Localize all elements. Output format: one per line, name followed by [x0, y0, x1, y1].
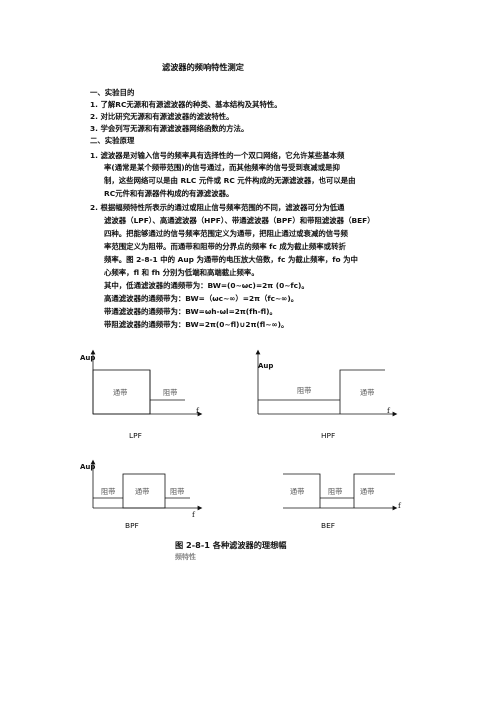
objective-item: 3. 学会列写无源和有源滤波器网络函数的方法。 — [90, 124, 249, 133]
hpf-f-label: f — [387, 406, 390, 415]
bpf-passband-label: 通带 — [135, 487, 150, 496]
page-title: 滤波器的频响特性测定 — [162, 62, 244, 72]
bpf-passband-box — [122, 473, 166, 509]
bef-low-passband-edge — [283, 473, 321, 508]
lpf-passband-label: 通带 — [113, 388, 128, 397]
paragraph-line: 制，这些网络可以是由 RLC 元件或 RC 元件构成的无源滤波器，也可以是由 — [104, 176, 356, 185]
paragraph-line: 四种。把能够通过的信号频率范围定义为通带，把阻止通过或衰减的信号频 — [104, 229, 348, 238]
bpf-high-stopband-label: 阻带 — [170, 487, 185, 496]
hpf-passband-edge — [339, 369, 385, 414]
hpf-passband-label: 通带 — [360, 388, 375, 397]
hpf-name: HPF — [321, 431, 336, 440]
bpf-aup-label: Aup — [80, 463, 96, 471]
formula-line-bpf: 带通滤波器的通频带为：BW=ωh-ωl=2π(fh-fl)。 — [104, 307, 277, 316]
formula-line-bef: 带阻滤波器的通频带为：BW=2π(0~fl)∪2π(fl~∞)。 — [104, 320, 289, 329]
hpf-diagram — [255, 349, 398, 417]
bef-high-passband-edge — [353, 473, 395, 508]
paragraph-line: RC元件和有源器件构成的有源滤波器。 — [104, 189, 234, 198]
lpf-diagram — [90, 349, 203, 417]
paragraph-line: 心频率，fl 和 fh 分别为低端和高端截止频率。 — [104, 268, 259, 277]
lpf-name: LPF — [129, 431, 142, 440]
lpf-stopband-label: 阻带 — [163, 388, 178, 397]
figure-caption-continued: 频特性 — [175, 553, 196, 561]
hpf-stopband-label: 阻带 — [297, 386, 312, 395]
paragraph-line: 1. 滤波器是对输入信号的频率具有选择性的一个双口网络，它允许某些基本频 — [90, 151, 345, 160]
bpf-low-stopband-label: 阻带 — [101, 487, 116, 496]
paragraph-line: 频率。图 2-8-1 中的 Aup 为通带的电压放大倍数，fc 为截止频率，fo… — [104, 255, 358, 264]
bpf-f-label: f — [192, 510, 195, 519]
formula-line-hpf: 高通滤波器的通频带为：BW=（ωc~∞）=2π（fc~∞)。 — [104, 294, 299, 303]
bef-low-passband-label: 通带 — [290, 487, 305, 496]
paragraph-line: 率(通常是某个频带范围)的信号通过，而其他频率的信号受到衰减或是抑 — [104, 163, 340, 172]
bpf-diagram — [90, 459, 203, 511]
section-heading-principles: 二、实验原理 — [90, 136, 135, 145]
paragraph-line: 滤波器（LPF）、高通滤波器（HPF）、带通滤波器（BPF）和带阻滤波器（BEF… — [104, 216, 375, 225]
section-heading-objectives: 一、实验目的 — [90, 88, 135, 97]
bpf-name: BPF — [125, 521, 139, 530]
formula-line-lpf: 其中，低通滤波器的通频带为：BW=(0~ωc)=2π (0~fc)。 — [104, 281, 309, 290]
objective-item: 2. 对比研究无源和有源滤波器的滤波特性。 — [90, 112, 234, 121]
bef-f-label: f — [398, 501, 401, 510]
bef-stopband-label: 阻带 — [328, 487, 343, 496]
paragraph-line: 2. 根据幅频特性所表示的通过或阻止信号频率范围的不同，滤波器可分为低通 — [90, 203, 345, 212]
hpf-aup-label: Aup — [258, 362, 274, 370]
objective-item: 1. 了解RC无源和有源滤波器的种类、基本结构及其特性。 — [90, 100, 282, 109]
bef-name: BEF — [321, 521, 335, 530]
lpf-f-label: f — [196, 406, 199, 415]
bef-diagram — [283, 473, 398, 511]
figure-caption: 图 2-8-1 各种滤波器的理想幅 — [175, 540, 287, 550]
bef-high-passband-label: 通带 — [360, 487, 375, 496]
lpf-aup-label: Aup — [80, 354, 96, 362]
paragraph-line: 率范围定义为阻带。而通带和阻带的分界点的频率 fc 成为截止频率或转折 — [104, 242, 346, 251]
